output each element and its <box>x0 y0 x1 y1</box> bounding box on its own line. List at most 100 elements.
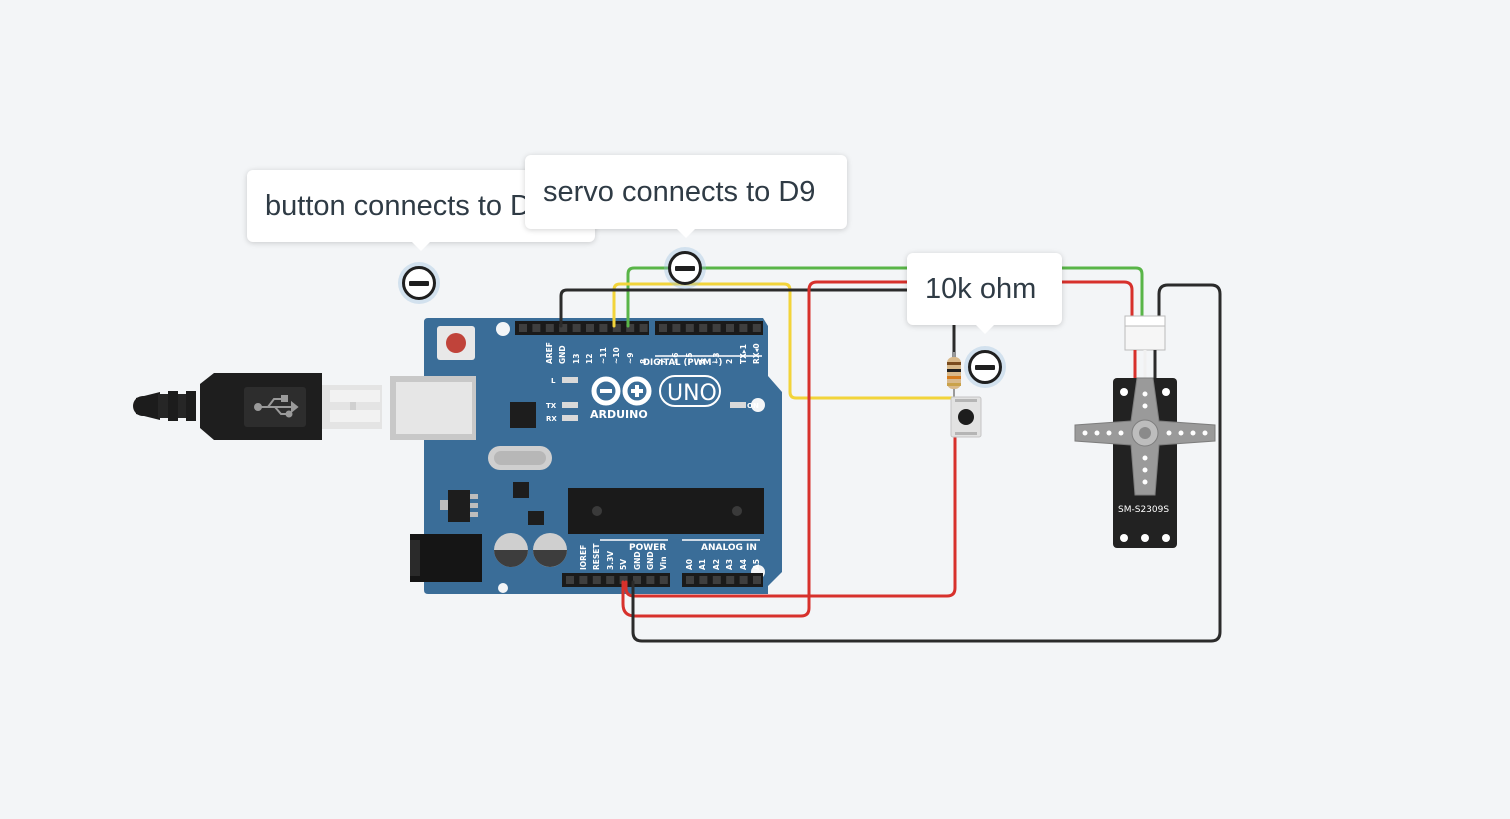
header-pin-hole[interactable] <box>753 576 761 584</box>
pin-label: GND <box>646 551 655 570</box>
pin-label: 13 <box>572 354 581 364</box>
digital-pwm-label: DIGITAL (PWM~) <box>643 358 723 368</box>
wire-black-gnd-to-servo <box>631 283 1222 643</box>
power-header[interactable] <box>562 573 670 587</box>
header-pin-hole[interactable] <box>612 324 621 332</box>
pushbutton[interactable] <box>950 396 982 438</box>
header-pin-hole[interactable] <box>686 576 694 584</box>
header-pin-hole[interactable] <box>639 324 648 332</box>
note-button-collapse-toggle[interactable] <box>398 262 440 304</box>
pin-label: ~3 <box>712 352 721 364</box>
header-pin-hole[interactable] <box>586 324 594 332</box>
note-servo[interactable]: servo connects to D9 <box>525 155 847 238</box>
header-pin-hole[interactable] <box>726 324 734 332</box>
header-pin-hole[interactable] <box>626 324 635 332</box>
pin-label: Vin <box>659 556 668 570</box>
pin-label: RX◂0 <box>752 343 761 364</box>
header-pin-hole[interactable] <box>712 324 721 332</box>
note-resistor-text: 10k ohm <box>925 272 1037 305</box>
header-pin-hole[interactable] <box>685 324 694 332</box>
note-resistor[interactable]: 10k ohm <box>907 253 1062 334</box>
pin-label: ~5 <box>685 352 694 364</box>
header-pin-hole[interactable] <box>566 576 574 584</box>
header-pin-hole[interactable] <box>592 576 601 584</box>
usb-symbol-icon <box>254 395 299 418</box>
wire-red-5v-to-servo <box>621 280 1134 618</box>
pin-label: GND <box>633 551 642 570</box>
header-pin-hole[interactable] <box>545 324 554 332</box>
pin-label: A5 <box>752 559 761 570</box>
pin-label: TX▸1 <box>739 344 748 364</box>
pin-label: 3.3V <box>606 551 615 570</box>
header-pin-hole[interactable] <box>699 324 708 332</box>
header-pin-hole[interactable] <box>672 324 681 332</box>
note-servo-text: servo connects to D9 <box>543 175 816 208</box>
header-pin-hole[interactable] <box>739 576 748 584</box>
header-pin-hole[interactable] <box>646 576 655 584</box>
pin-label: A4 <box>739 559 748 570</box>
note-resistor-collapse-toggle[interactable] <box>964 346 1006 388</box>
servo-model-label: SM-S2309S <box>1118 505 1169 515</box>
pin-label: A0 <box>685 559 694 570</box>
pin-label: A2 <box>712 559 721 570</box>
header-pin-hole[interactable] <box>572 324 581 332</box>
header-pin-hole[interactable] <box>532 324 541 332</box>
digital-header-right[interactable] <box>655 321 763 335</box>
led-l-label: L <box>551 377 556 385</box>
usb-cable[interactable] <box>133 373 382 440</box>
pin-label: AREF <box>545 342 554 364</box>
analog-pin-labels: A0 A1 A2 A3 A4 A5 <box>685 559 761 570</box>
header-pin-hole[interactable] <box>659 324 667 332</box>
wire-green-d9-to-servo-signal <box>626 266 1144 328</box>
header-pin-hole[interactable] <box>599 324 608 332</box>
led-on-label: ON <box>747 402 759 410</box>
minus-circle-icon <box>968 350 1002 384</box>
header-pin-hole[interactable] <box>712 576 721 584</box>
header-pin-hole[interactable] <box>606 576 615 584</box>
minus-circle-icon <box>402 266 436 300</box>
board-brand-label: ARDUINO <box>590 408 648 421</box>
pin-label: 5V <box>619 559 628 570</box>
analog-in-label: ANALOG IN <box>701 543 757 553</box>
header-pin-hole[interactable] <box>726 576 735 584</box>
header-pin-hole[interactable] <box>699 576 708 584</box>
note-button-text: button connects to D10 <box>265 189 564 222</box>
pin-label: ~6 <box>671 352 680 364</box>
pin-label: 7 <box>658 359 667 364</box>
header-pin-hole[interactable] <box>739 324 748 332</box>
note-servo-collapse-toggle[interactable] <box>664 247 706 289</box>
led-rx-label: RX <box>546 415 557 423</box>
pin-label: GND <box>558 345 567 364</box>
pin-label: A3 <box>725 559 734 570</box>
pin-label: ~10 <box>612 347 621 364</box>
header-pin-hole[interactable] <box>559 324 568 332</box>
wire-red-button-to-5v <box>624 434 957 598</box>
power-section-label: POWER <box>629 543 666 553</box>
wire-yellow-d10-to-button <box>612 282 957 400</box>
pin-label: 4 <box>698 359 707 364</box>
arduino-infinity-logo <box>591 376 652 406</box>
header-pin-hole[interactable] <box>619 576 628 584</box>
pin-label: 2 <box>725 359 734 364</box>
pin-label: 12 <box>585 354 594 364</box>
minus-sign-icon <box>600 389 612 393</box>
resistor-10k[interactable] <box>947 352 961 398</box>
header-pin-hole[interactable] <box>752 324 761 332</box>
header-pin-holes <box>519 324 761 584</box>
led-tx-label: TX <box>546 402 557 410</box>
pin-label: 8 <box>639 359 648 364</box>
pin-label: ~11 <box>599 347 608 364</box>
analog-header[interactable] <box>682 573 763 587</box>
pin-label: A1 <box>698 559 707 570</box>
header-pin-hole[interactable] <box>633 576 641 584</box>
header-pin-hole[interactable] <box>659 576 668 584</box>
pin-label: IOREF <box>579 545 588 570</box>
header-pin-hole[interactable] <box>579 576 588 584</box>
minus-circle-icon <box>668 251 702 285</box>
servo-motor[interactable]: SM-S2309S <box>1074 315 1216 548</box>
header-pin-hole[interactable] <box>519 324 527 332</box>
